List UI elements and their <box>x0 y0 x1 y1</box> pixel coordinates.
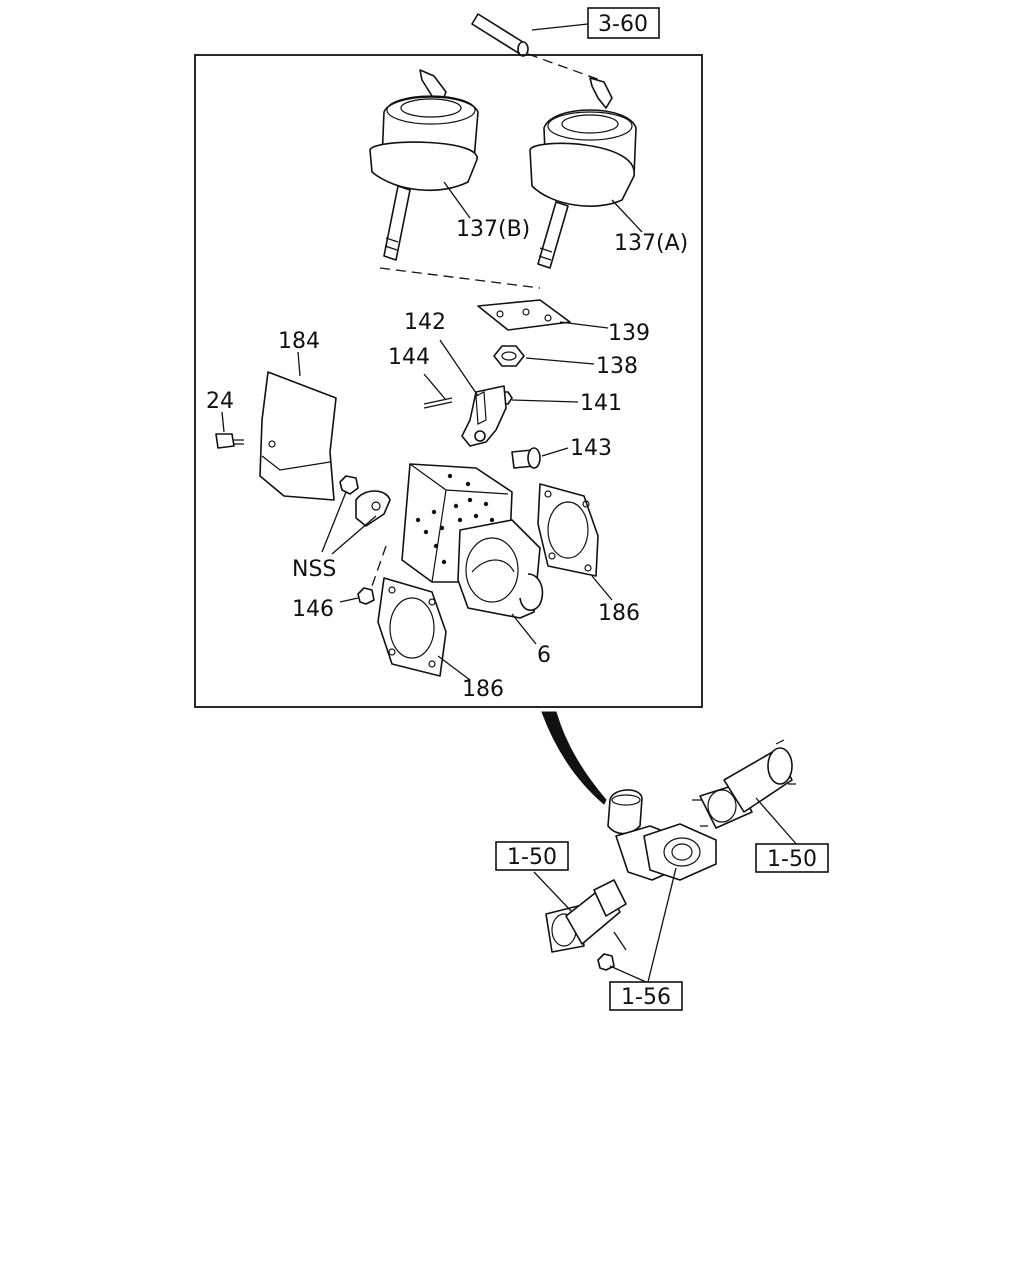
nss-bracket <box>355 490 391 527</box>
label-ref-3-60: 3-60 <box>598 12 648 37</box>
exhaust-pipe-right <box>692 739 796 829</box>
actuator-137b <box>369 69 479 261</box>
valve-body-6 <box>401 463 544 619</box>
label-137a: 137(A) <box>614 231 688 256</box>
pointer-arrow <box>541 711 607 805</box>
detail-frame <box>194 54 703 708</box>
exhaust-pipe-left <box>545 879 627 953</box>
nut-146 <box>357 587 375 605</box>
hose-pipe <box>471 13 529 57</box>
gasket-186-right <box>537 483 599 577</box>
gasket-186-bottom <box>377 577 447 677</box>
label-ref-1-50-left: 1-50 <box>507 845 557 870</box>
label-139: 139 <box>608 321 650 346</box>
lever-arm-142 <box>461 385 507 447</box>
pin-144 <box>423 373 453 409</box>
label-144: 144 <box>388 345 430 370</box>
label-141: 141 <box>580 391 622 416</box>
label-186-bottom: 186 <box>462 677 504 702</box>
label-143: 143 <box>570 436 612 461</box>
label-138: 138 <box>596 354 638 379</box>
bolt-143 <box>511 447 541 469</box>
label-ref-1-50-right: 1-50 <box>767 847 817 872</box>
label-6: 6 <box>537 643 551 668</box>
ref-box-1-50-left <box>495 841 569 871</box>
ref-box-1-56 <box>609 981 683 1011</box>
bolt-24 <box>215 433 244 449</box>
label-137b: 137(B) <box>456 217 530 242</box>
nss-nut <box>339 475 359 495</box>
ref-box-1-50-right <box>755 843 829 873</box>
heat-shield-184 <box>259 371 337 501</box>
label-146: 146 <box>292 597 334 622</box>
label-ref-1-56: 1-56 <box>621 985 671 1010</box>
label-186-right: 186 <box>598 601 640 626</box>
gasket-plate-139 <box>477 299 571 331</box>
label-142: 142 <box>404 310 446 335</box>
label-24: 24 <box>206 389 234 414</box>
flange-nut-lower <box>597 953 615 971</box>
actuator-137a <box>529 77 637 269</box>
label-nss: NSS <box>292 557 336 582</box>
label-184: 184 <box>278 329 320 354</box>
ref-box-3-60 <box>587 7 660 39</box>
nut-138 <box>493 345 525 367</box>
valve-assembly-overview <box>607 789 717 881</box>
